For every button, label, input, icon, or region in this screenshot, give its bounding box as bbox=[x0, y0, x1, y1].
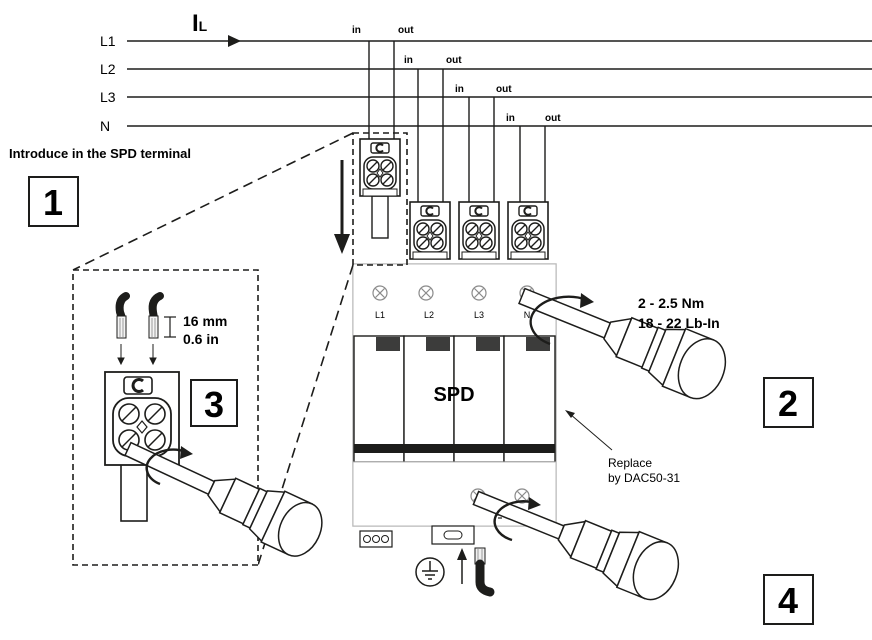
current-symbol: I bbox=[192, 10, 199, 37]
replace-note-line2: by DAC50-31 bbox=[608, 471, 680, 485]
instruction-text: Introduce in the SPD terminal bbox=[9, 146, 191, 161]
module-label-n: N bbox=[524, 310, 531, 320]
step-2-box bbox=[763, 377, 814, 428]
module-n bbox=[503, 335, 556, 463]
spd-device: L1 L2 L3 N SPD bbox=[352, 263, 557, 545]
module-l3 bbox=[453, 335, 505, 463]
torque-metric: 2 - 2.5 Nm bbox=[638, 295, 704, 311]
earth-arrow-icon bbox=[457, 548, 467, 584]
screw-l2-icon bbox=[418, 285, 434, 301]
screwdriver-step4-icon bbox=[472, 490, 680, 601]
din-rail-clip-slot bbox=[443, 530, 463, 540]
screwdriver-step3-icon bbox=[124, 441, 323, 557]
l3-in-label: in bbox=[455, 84, 464, 95]
module-label-l3: L3 bbox=[474, 310, 484, 320]
spd-label: SPD bbox=[433, 384, 474, 406]
zoom-line-top bbox=[72, 132, 354, 271]
l1-out-label: out bbox=[398, 25, 414, 36]
terminal-l2 bbox=[409, 201, 451, 260]
step-2-number: 2 bbox=[778, 383, 798, 424]
module-l2 bbox=[403, 335, 455, 463]
module-label-l2: L2 bbox=[424, 310, 434, 320]
line-label-n: N bbox=[100, 118, 110, 134]
step-4-box bbox=[763, 574, 814, 625]
current-subscript: L bbox=[199, 18, 208, 34]
step-1-number: 1 bbox=[43, 182, 63, 223]
rotate-arrow-step2-icon bbox=[529, 293, 594, 346]
strip-length-imperial: 0.6 in bbox=[183, 331, 219, 347]
line-label-l3: L3 bbox=[100, 89, 116, 105]
torque-imperial: 18 - 22 Lb-In bbox=[638, 315, 720, 331]
earth-symbol-icon bbox=[415, 557, 445, 587]
remote-signal-connector bbox=[359, 530, 393, 548]
strip-length-metric: 16 mm bbox=[183, 313, 227, 329]
module-l1 bbox=[353, 335, 405, 463]
terminal-l1-dashed-frame bbox=[352, 132, 408, 266]
pe-wire bbox=[474, 547, 495, 597]
detail-terminal bbox=[104, 371, 180, 522]
replace-note-line1: Replace bbox=[608, 456, 652, 470]
step-1-box bbox=[28, 176, 79, 227]
rotate-arrow-step3-icon bbox=[145, 446, 193, 486]
l2-out-label: out bbox=[446, 55, 462, 66]
terminal-l3 bbox=[458, 201, 500, 260]
step-3-box bbox=[190, 379, 238, 427]
terminal-n bbox=[507, 201, 549, 260]
current-arrow-icon bbox=[228, 35, 241, 47]
spd-black-band bbox=[354, 444, 555, 453]
screwdriver-step2-icon bbox=[518, 287, 727, 400]
line-label-l2: L2 bbox=[100, 61, 116, 77]
terminal-l1-lifted bbox=[359, 138, 401, 239]
l3-out-label: out bbox=[496, 84, 512, 95]
module-label-l1: L1 bbox=[375, 310, 385, 320]
supply-lines bbox=[127, 40, 872, 127]
screw-l3-icon bbox=[471, 285, 487, 301]
rotate-arrow-step4-icon bbox=[493, 497, 541, 542]
screw-l1-icon bbox=[372, 285, 388, 301]
l1-in-label: in bbox=[352, 25, 361, 36]
stripped-wire-left bbox=[115, 292, 130, 339]
down-arrows-icon bbox=[117, 344, 157, 366]
line-label-l1: L1 bbox=[100, 33, 116, 49]
replace-pointer-icon bbox=[565, 410, 613, 451]
l2-in-label: in bbox=[404, 55, 413, 66]
drop-wires bbox=[368, 41, 546, 202]
current-label: IL bbox=[192, 10, 208, 37]
n-in-label: in bbox=[506, 113, 515, 124]
insert-arrow-icon bbox=[334, 160, 350, 254]
stripped-wire-right bbox=[148, 292, 164, 339]
n-out-label: out bbox=[545, 113, 561, 124]
step-4-number: 4 bbox=[778, 580, 798, 621]
step-3-number: 3 bbox=[204, 384, 224, 425]
strip-length-dimension bbox=[164, 316, 176, 338]
